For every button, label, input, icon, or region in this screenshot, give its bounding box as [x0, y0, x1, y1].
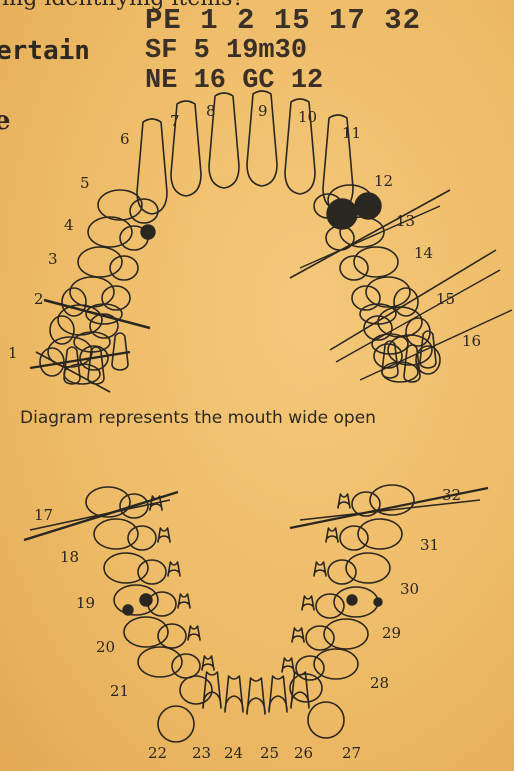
upper-tooth-number: 9: [258, 104, 268, 119]
tooth-outline: [296, 656, 324, 680]
tooth-outline: [346, 553, 390, 583]
restoration-mark: [123, 605, 133, 615]
restoration-mark: [327, 199, 357, 229]
lower-tooth-number: 29: [382, 626, 401, 641]
tooth-outline: [366, 277, 410, 307]
tooth-root: [158, 528, 170, 542]
lower-tooth-number: 32: [442, 488, 461, 503]
tooth-outline: [324, 619, 368, 649]
tooth-root: [168, 562, 180, 576]
tooth-outline: [247, 678, 265, 714]
tooth-root: [326, 528, 338, 542]
upper-tooth-number: 16: [462, 334, 481, 349]
tooth-outline: [354, 247, 398, 277]
lower-tooth-number: 27: [342, 746, 361, 761]
tooth-outline: [316, 594, 344, 618]
tooth-outline: [358, 519, 402, 549]
tooth-outline: [78, 247, 122, 277]
tooth-outline: [158, 706, 194, 742]
lower-tooth-number: 26: [294, 746, 313, 761]
tooth-outline: [128, 526, 156, 550]
tooth-outline: [94, 519, 138, 549]
tooth-outline: [98, 190, 142, 220]
tooth-outline: [62, 288, 86, 316]
upper-tooth-number: 3: [48, 252, 58, 267]
upper-tooth-number: 6: [120, 132, 130, 147]
tooth-outline: [180, 676, 212, 704]
lower-tooth-number: 21: [110, 684, 129, 699]
tooth-outline: [64, 364, 100, 384]
restoration-mark: [347, 595, 357, 605]
tooth-outline: [308, 702, 344, 738]
tooth-root: [382, 341, 398, 378]
restoration-mark: [141, 225, 155, 239]
upper-tooth-number: 15: [436, 292, 455, 307]
tooth-root: [202, 656, 214, 670]
upper-tooth-number: 2: [34, 292, 44, 307]
upper-tooth-number: 1: [8, 346, 18, 361]
tooth-outline: [382, 362, 418, 382]
upper-tooth-number: 14: [414, 246, 433, 261]
upper-tooth-number: 8: [206, 104, 216, 119]
upper-tooth-number: 7: [170, 114, 180, 129]
tooth-outline: [88, 217, 132, 247]
diagram-caption: Diagram represents the mouth wide open: [20, 408, 376, 428]
tooth-root: [302, 596, 314, 610]
tooth-outline: [269, 676, 287, 712]
restoration-mark: [355, 193, 381, 219]
lower-tooth-number: 24: [224, 746, 243, 761]
lower-tooth-number: 20: [96, 640, 115, 655]
tooth-outline: [104, 553, 148, 583]
tooth-outline: [138, 560, 166, 584]
lower-tooth-number: 25: [260, 746, 279, 761]
tooth-outline: [70, 277, 114, 307]
lower-tooth-number: 23: [192, 746, 211, 761]
tooth-outline: [172, 654, 200, 678]
tooth-outline: [124, 617, 168, 647]
lower-tooth-number: 31: [420, 538, 439, 553]
tooth-outline: [225, 676, 243, 712]
upper-tooth-number: 4: [64, 218, 74, 233]
tooth-outline: [148, 592, 176, 616]
upper-tooth-number: 5: [80, 176, 90, 191]
lower-tooth-number: 30: [400, 582, 419, 597]
lower-tooth-number: 17: [34, 508, 53, 523]
tooth-outline: [314, 649, 358, 679]
tooth-root: [178, 594, 190, 608]
upper-tooth-number: 13: [396, 214, 415, 229]
tooth-root: [188, 626, 200, 640]
upper-tooth-number: 11: [342, 126, 361, 141]
lower-tooth-number: 22: [148, 746, 167, 761]
tooth-root: [282, 658, 294, 672]
lower-tooth-number: 28: [370, 676, 389, 691]
upper-tooth-number: 12: [374, 174, 393, 189]
tooth-outline: [306, 626, 334, 650]
lower-tooth-number: 18: [60, 550, 79, 565]
restoration-mark: [140, 594, 152, 606]
tooth-outline: [158, 624, 186, 648]
tooth-outline: [110, 256, 138, 280]
tooth-outline: [394, 288, 418, 316]
lower-tooth-number: 19: [76, 596, 95, 611]
tooth-outline: [138, 647, 182, 677]
tooth-outline: [328, 560, 356, 584]
tooth-outline: [340, 526, 368, 550]
upper-tooth-number: 10: [298, 110, 317, 125]
tooth-root: [338, 494, 350, 508]
tooth-root: [314, 562, 326, 576]
restoration-mark: [374, 598, 382, 606]
tooth-outline: [50, 316, 74, 344]
tooth-outline: [378, 307, 422, 337]
tooth-root: [292, 628, 304, 642]
